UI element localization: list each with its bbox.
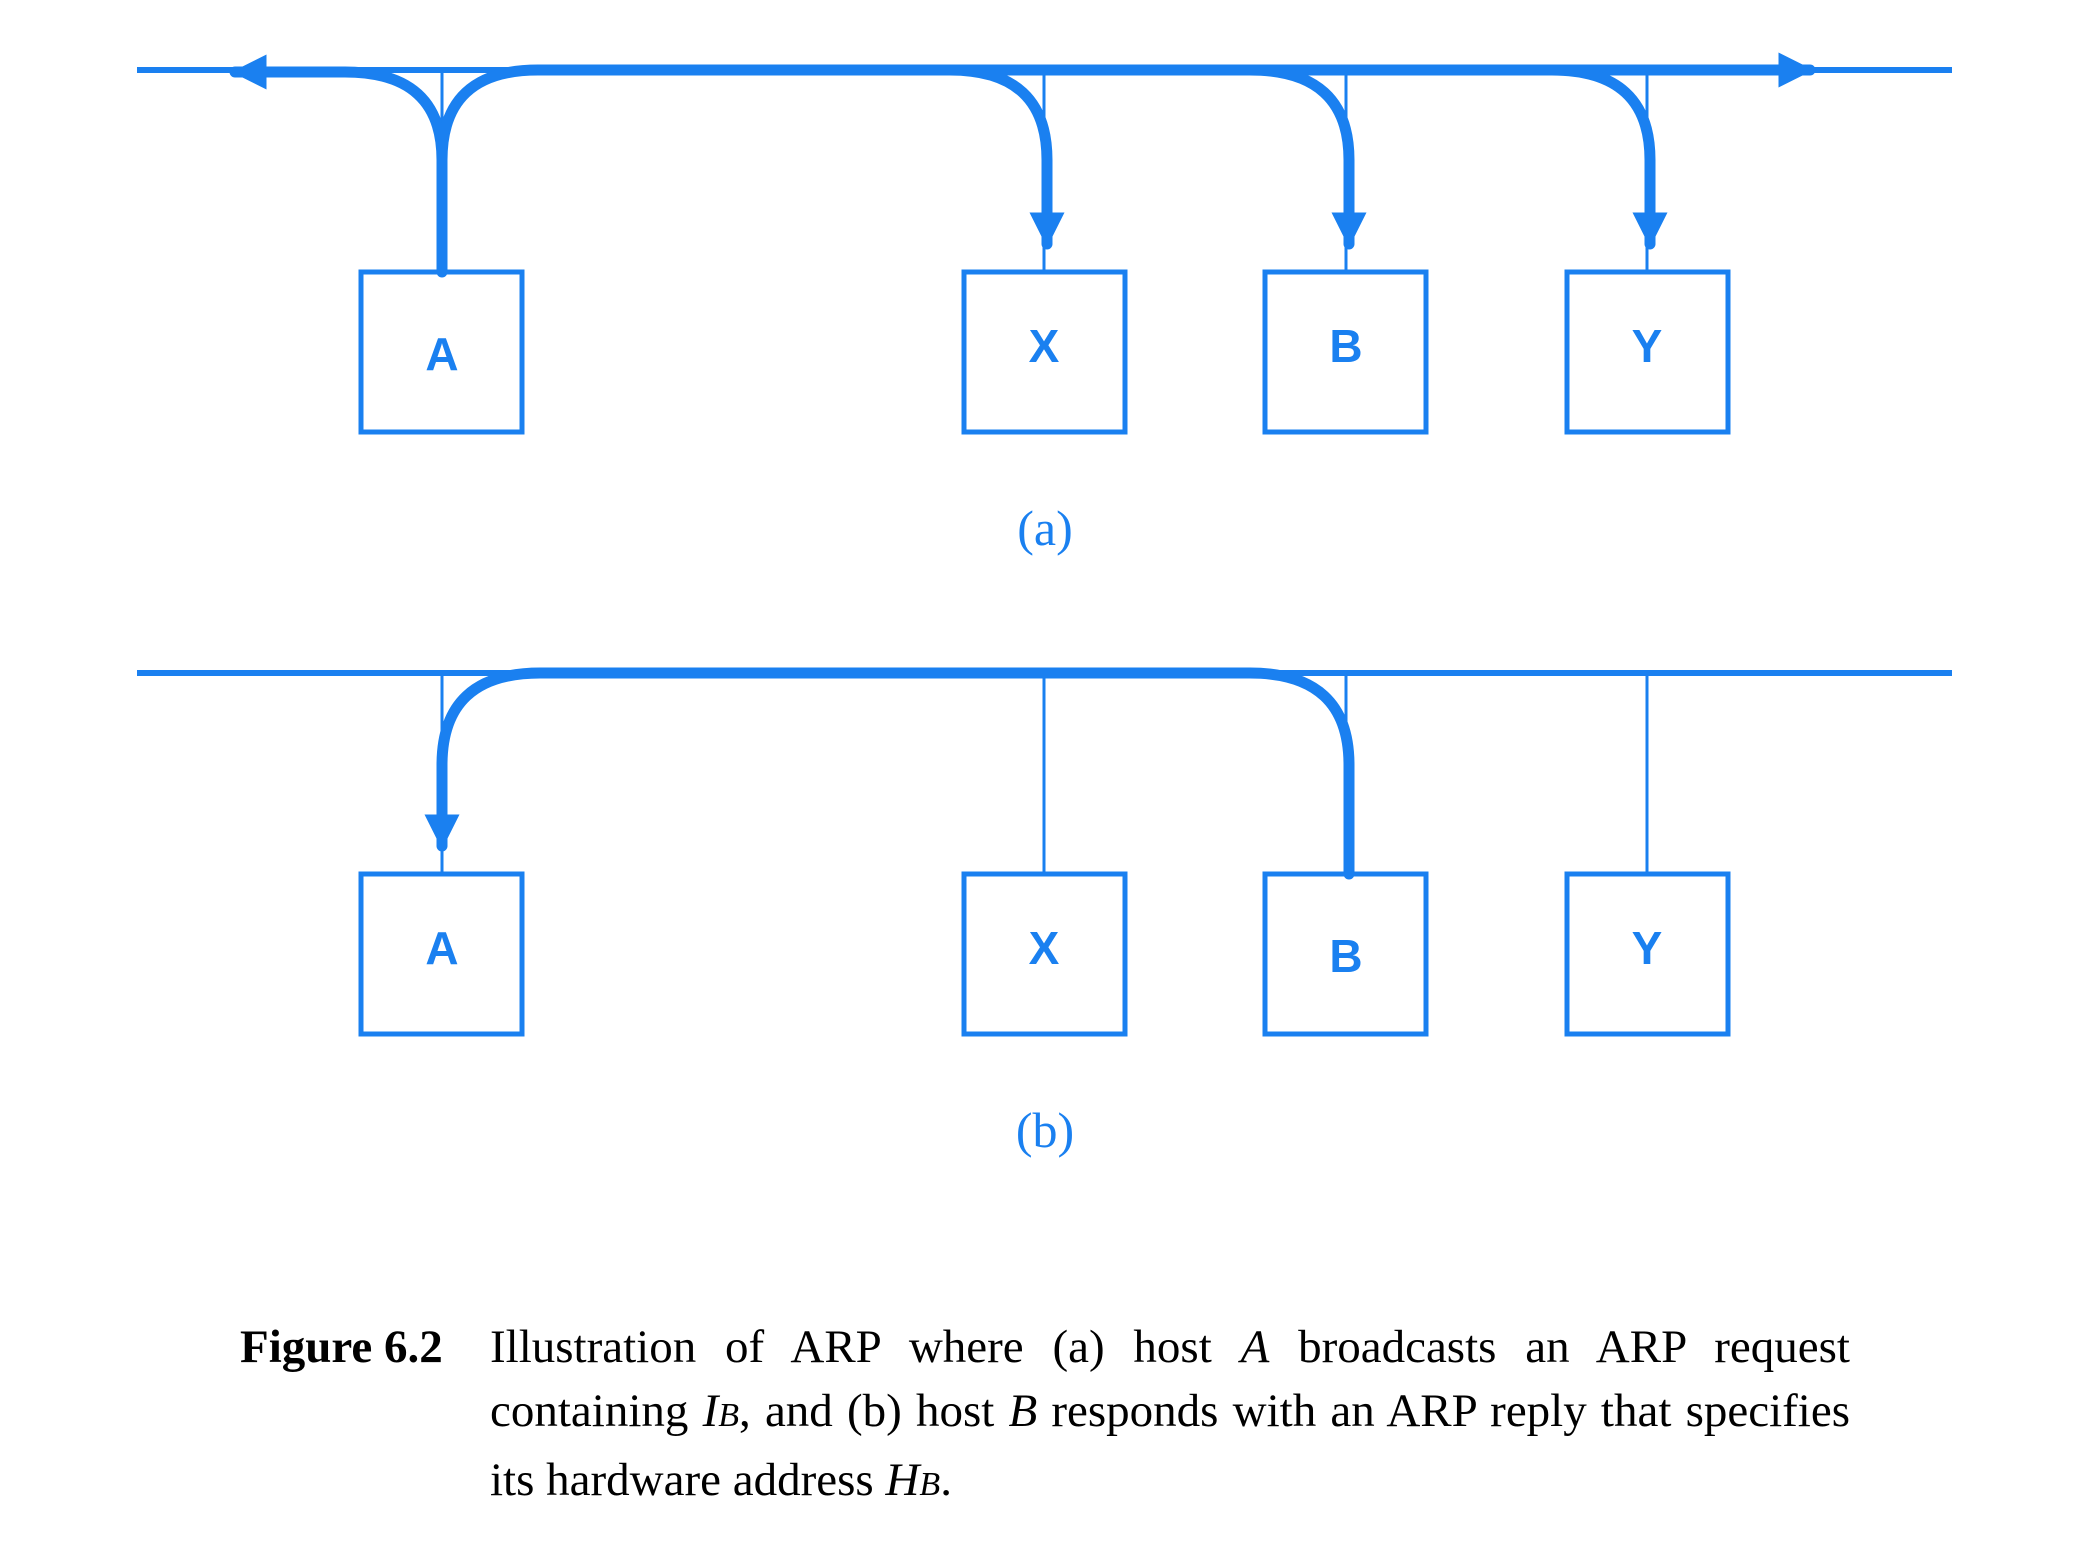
broadcast-arrow-to-x: [944, 64, 1065, 250]
caption-part-2: broadcasts an ARP request containing: [490, 1321, 1850, 1437]
caption-part-4: responds with an ARP reply that specifie…: [490, 1385, 1850, 1506]
host-box-a: [358, 871, 525, 1037]
caption-hb-sub: B: [919, 1466, 941, 1503]
caption-ib-main: I: [702, 1385, 719, 1437]
caption-hb: HB: [885, 1454, 940, 1506]
caption-ib: IB: [703, 1385, 739, 1437]
host-box-y: [1564, 269, 1731, 435]
host-box-x: [961, 871, 1128, 1037]
caption-host-b: B: [1008, 1385, 1038, 1437]
host-label-a: A: [425, 922, 458, 974]
host-label-b: B: [1329, 930, 1362, 982]
caption-text: Illustration of ARP where (a) host A bro…: [490, 1315, 1850, 1517]
host-box-x: [961, 269, 1128, 435]
panel-label-b: (b): [1016, 1102, 1074, 1158]
reply-arrow-b-to-a: [424, 667, 1355, 880]
caption-part-3: , and (b) host: [739, 1385, 1009, 1437]
caption-part-1: Illustration of ARP where (a) host: [490, 1321, 1241, 1373]
figure-caption: Figure 6.2 Illustration of ARP where (a)…: [240, 1315, 1850, 1517]
panel-a: A X B Y (a): [137, 52, 1952, 556]
host-label-x: X: [1029, 320, 1060, 372]
host-label-x: X: [1029, 922, 1060, 974]
caption-hb-main: H: [885, 1454, 920, 1506]
caption-ib-sub: B: [718, 1397, 740, 1434]
host-label-a: A: [425, 328, 458, 380]
host-label-y: Y: [1632, 922, 1663, 974]
host-box-b: [1262, 269, 1429, 435]
host-label-y: Y: [1632, 320, 1663, 372]
panel-b: A X B Y (b): [137, 667, 1952, 1158]
host-box-a: [358, 269, 525, 435]
panel-label-a: (a): [1017, 500, 1073, 556]
host-box-y: [1564, 871, 1731, 1037]
caption-part-5: .: [940, 1454, 952, 1506]
caption-host-a: A: [1240, 1321, 1270, 1373]
caption-label: Figure 6.2: [240, 1321, 443, 1373]
broadcast-arrow-to-y: [1546, 64, 1668, 250]
host-label-b: B: [1329, 320, 1362, 372]
broadcast-arrow-right: [436, 52, 1816, 166]
broadcast-arrow-left: [229, 54, 448, 278]
broadcast-arrow-to-b: [1244, 64, 1367, 250]
